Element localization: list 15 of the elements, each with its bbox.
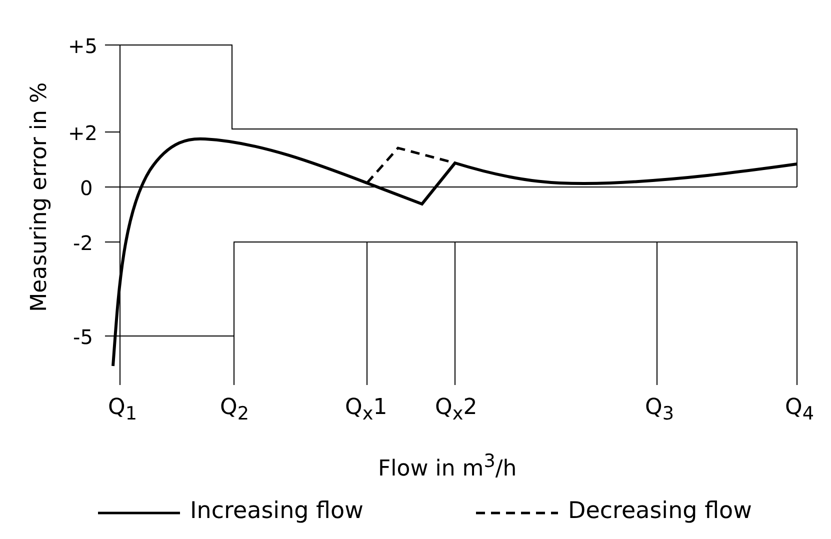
axis-tick-label: +2: [68, 123, 98, 143]
axis-tick-label: Q$_{1}$: [108, 397, 137, 424]
legend-label: Decreasing flow: [568, 500, 752, 523]
axis-tick-label: +5: [68, 36, 98, 56]
legend-label: Increasing flow: [190, 500, 364, 523]
axis-tick-label: Q$_{x}$1: [345, 397, 388, 424]
axis-tick-label: 0: [80, 178, 93, 198]
axis-tick-label: Q$_{x}$2: [435, 397, 478, 424]
axis-tick-label: -5: [73, 327, 93, 347]
axis-tick-label: -2: [73, 233, 93, 253]
axis-title: Measuring error in %: [29, 81, 51, 314]
axis-tick-label: Q$_{4}$: [785, 397, 814, 424]
axis-tick-label: Q$_{3}$: [645, 397, 674, 424]
axis-title: Flow in m$^{3}$/h: [378, 453, 517, 480]
axis-tick-label: Q$_{2}$: [220, 397, 249, 424]
